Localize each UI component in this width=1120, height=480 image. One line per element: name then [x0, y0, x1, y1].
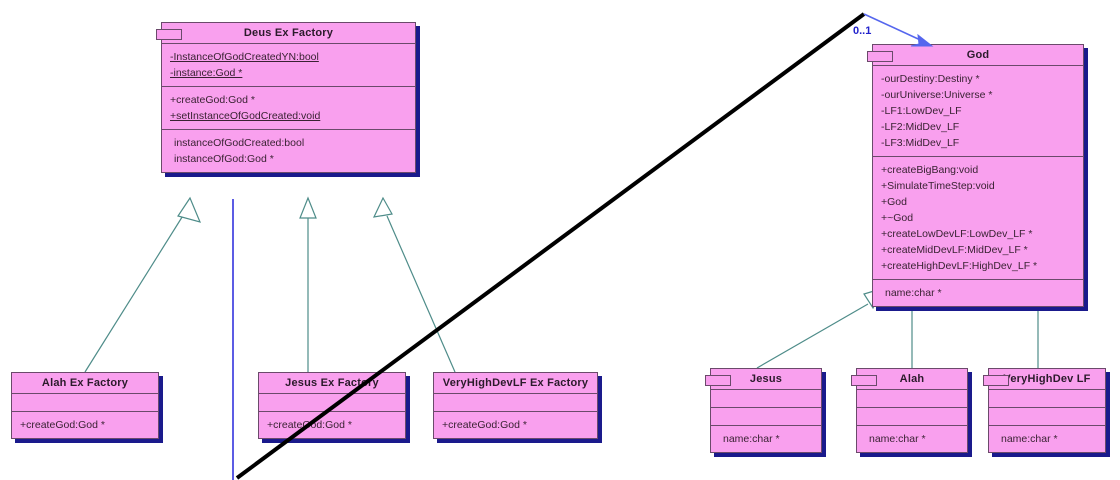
operations-compartment-jesus — [711, 408, 821, 425]
class-tab-icon — [156, 29, 182, 40]
class-box-alah[interactable]: Alah name:char * — [851, 368, 968, 453]
extras-compartment-alah: name:char * — [857, 426, 967, 452]
property-row: name:char * — [869, 433, 926, 445]
class-title-veryhighdevlf-ex-factory: VeryHighDevLF Ex Factory — [442, 377, 589, 389]
generalization-jesus-factory-to-deus — [299, 196, 317, 372]
extras-compartment-veryhighdev-lf: name:char * — [989, 426, 1105, 452]
attribute-row: -LF3:MidDev_LF — [881, 137, 960, 149]
attributes-compartment-veryhighdevlf-ex-factory — [434, 394, 597, 411]
operations-compartment-veryhighdevlf-ex-factory: +createGod:God * — [434, 412, 597, 438]
compartment-divider — [857, 425, 967, 426]
operation-row: +createMidDevLF:MidDev_LF * — [881, 244, 1028, 256]
operations-compartment-deus-ex-factory: +createGod:God * +setInstanceOfGodCreate… — [162, 87, 415, 129]
operation-row: +God — [881, 196, 907, 208]
class-title-deus-ex-factory: Deus Ex Factory — [243, 27, 334, 39]
class-title-alah: Alah — [899, 373, 925, 385]
class-title-alah-ex-factory: Alah Ex Factory — [41, 377, 129, 389]
class-box-veryhighdevlf-ex-factory[interactable]: VeryHighDevLF Ex Factory +createGod:God … — [433, 372, 598, 439]
class-tab-icon — [983, 375, 1009, 386]
operations-compartment-alah — [857, 408, 967, 425]
operation-row: +createLowDevLF:LowDev_LF * — [881, 228, 1033, 240]
operation-row: +createGod:God * — [267, 419, 352, 431]
operations-compartment-jesus-ex-factory: +createGod:God * — [259, 412, 405, 438]
property-row: name:char * — [885, 287, 942, 299]
attributes-compartment-deus-ex-factory: -InstanceOfGodCreatedYN:bool -instance:G… — [162, 44, 415, 86]
operations-compartment-god: +createBigBang:void +SimulateTimeStep:vo… — [873, 157, 1083, 279]
operation-row: +createGod:God * — [170, 94, 255, 106]
extras-compartment-jesus: name:char * — [711, 426, 821, 452]
operation-row: +createGod:God * — [20, 419, 105, 431]
attribute-row: -instance:God * — [170, 67, 243, 79]
class-box-alah-ex-factory[interactable]: Alah Ex Factory +createGod:God * — [11, 372, 159, 439]
operation-row: +createHighDevLF:HighDev_LF * — [881, 260, 1038, 272]
attributes-compartment-veryhighdev-lf — [989, 390, 1105, 407]
class-box-jesus-ex-factory[interactable]: Jesus Ex Factory +createGod:God * — [258, 372, 406, 439]
compartment-divider — [873, 156, 1083, 157]
compartment-divider — [989, 425, 1105, 426]
class-box-jesus[interactable]: Jesus name:char * — [705, 368, 822, 453]
compartment-divider — [989, 407, 1105, 408]
operation-row: +~God — [881, 212, 914, 224]
attributes-compartment-alah-ex-factory — [12, 394, 158, 411]
operation-row: +createBigBang:void — [881, 164, 979, 176]
attribute-row: -LF1:LowDev_LF — [881, 105, 962, 117]
class-tab-icon — [705, 375, 731, 386]
attributes-compartment-jesus — [711, 390, 821, 407]
multiplicity-label-god: 0..1 — [853, 25, 872, 37]
attribute-row: -ourDestiny:Destiny * — [881, 73, 980, 85]
property-row: name:char * — [723, 433, 780, 445]
operation-row: +SimulateTimeStep:void — [881, 180, 995, 192]
class-title-veryhighdev-lf: VeryHighDev LF — [1003, 373, 1091, 385]
compartment-divider — [12, 393, 158, 394]
attributes-compartment-alah — [857, 390, 967, 407]
property-row: name:char * — [1001, 433, 1058, 445]
attribute-row: -InstanceOfGodCreatedYN:bool — [170, 51, 319, 63]
generalization-veryhighdevlf-factory-to-deus — [372, 196, 456, 373]
compartment-divider — [989, 389, 1105, 390]
attribute-row: -LF2:MidDev_LF — [881, 121, 960, 133]
attributes-compartment-jesus-ex-factory — [259, 394, 405, 411]
compartment-divider — [12, 411, 158, 412]
class-title-jesus-ex-factory: Jesus Ex Factory — [285, 377, 379, 389]
extras-compartment-god: name:char * — [873, 280, 1083, 306]
compartment-divider — [873, 65, 1083, 66]
class-box-veryhighdev-lf[interactable]: VeryHighDev LF name:char * — [983, 368, 1106, 453]
attribute-row: -ourUniverse:Universe * — [881, 89, 993, 101]
class-box-god[interactable]: God -ourDestiny:Destiny * -ourUniverse:U… — [867, 44, 1084, 307]
class-tab-icon — [851, 375, 877, 386]
class-title-god: God — [966, 49, 990, 61]
association-arrow-segment — [863, 13, 930, 45]
extras-compartment-deus-ex-factory: instanceOfGodCreated:bool instanceOfGod:… — [162, 130, 415, 172]
compartment-divider — [857, 389, 967, 390]
generalization-jesus-to-god — [756, 287, 886, 369]
attributes-compartment-god: -ourDestiny:Destiny * -ourUniverse:Unive… — [873, 66, 1083, 156]
class-box-deus-ex-factory[interactable]: Deus Ex Factory -InstanceOfGodCreatedYN:… — [156, 22, 416, 173]
operation-row: +setInstanceOfGodCreated:void — [170, 110, 321, 122]
generalization-alah-factory-to-deus — [84, 196, 202, 373]
class-tab-icon — [867, 51, 893, 62]
property-row: instanceOfGodCreated:bool — [174, 137, 305, 149]
operations-compartment-veryhighdev-lf — [989, 408, 1105, 425]
operation-row: +createGod:God * — [442, 419, 527, 431]
compartment-divider — [857, 407, 967, 408]
operations-compartment-alah-ex-factory: +createGod:God * — [12, 412, 158, 438]
property-row: instanceOfGod:God * — [174, 153, 274, 165]
compartment-divider — [873, 279, 1083, 280]
